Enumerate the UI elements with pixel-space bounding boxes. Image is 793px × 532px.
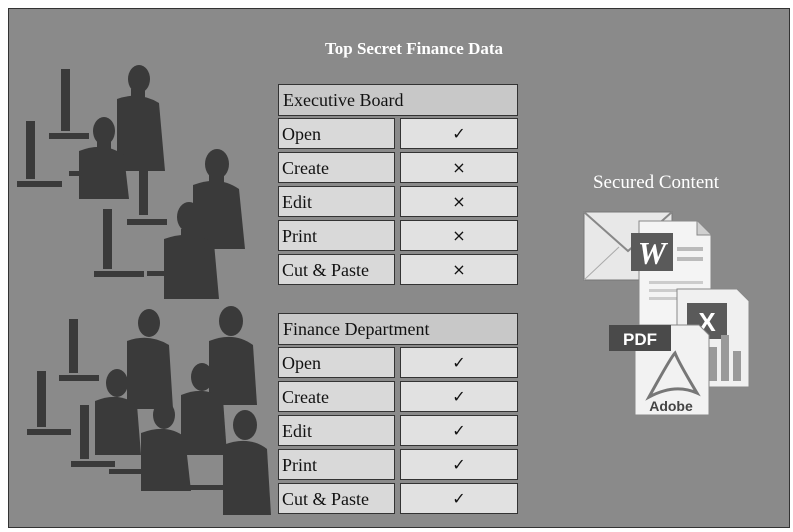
- table-row: Create ×: [278, 150, 518, 184]
- action-label: Print: [278, 220, 395, 251]
- executive-board-people-icon: [17, 65, 245, 299]
- action-label: Cut & Paste: [278, 483, 395, 514]
- action-label: Open: [278, 347, 395, 378]
- permission-mark: ✓: [400, 381, 518, 412]
- action-label: Edit: [278, 186, 395, 217]
- permission-mark: ×: [400, 186, 518, 217]
- permission-mark: ×: [400, 254, 518, 285]
- secured-content-label: Secured Content: [592, 172, 720, 193]
- action-label: Cut & Paste: [278, 254, 395, 285]
- table-row: Create ✓: [278, 379, 518, 413]
- diagram-canvas: Top Secret Finance Data: [8, 8, 790, 528]
- permission-mark: ×: [400, 220, 518, 251]
- action-label: Create: [278, 381, 395, 412]
- finance-department-table: Finance Department Open ✓ Create ✓ Edit …: [278, 313, 518, 515]
- finance-department-people-icon: [27, 306, 271, 515]
- permission-mark: ✓: [400, 347, 518, 378]
- permission-mark: ✓: [400, 449, 518, 480]
- table-row: Print ✓: [278, 447, 518, 481]
- pdf-label: PDF: [623, 330, 657, 349]
- executive-board-header: Executive Board: [278, 84, 518, 116]
- permission-mark: ×: [400, 152, 518, 183]
- table-row: Edit ✓: [278, 413, 518, 447]
- table-row: Cut & Paste ×: [278, 252, 518, 286]
- permission-mark: ✓: [400, 118, 518, 149]
- finance-department-header: Finance Department: [278, 313, 518, 345]
- table-row: Edit ×: [278, 184, 518, 218]
- action-label: Create: [278, 152, 395, 183]
- adobe-label: Adobe: [649, 398, 693, 414]
- action-label: Open: [278, 118, 395, 149]
- action-label: Edit: [278, 415, 395, 446]
- table-row: Open ✓: [278, 345, 518, 379]
- permission-mark: ✓: [400, 415, 518, 446]
- table-row: Open ✓: [278, 116, 518, 150]
- permission-mark: ✓: [400, 483, 518, 514]
- table-row: Print ×: [278, 218, 518, 252]
- executive-board-table: Executive Board Open ✓ Create × Edit × P…: [278, 84, 518, 286]
- action-label: Print: [278, 449, 395, 480]
- pdf-document-icon: PDF Adobe: [609, 324, 710, 416]
- diagram-title: Top Secret Finance Data: [324, 39, 504, 58]
- table-row: Cut & Paste ✓: [278, 481, 518, 515]
- secured-file-icons: W X PDF Adobe: [583, 211, 750, 416]
- word-letter: W: [638, 235, 669, 271]
